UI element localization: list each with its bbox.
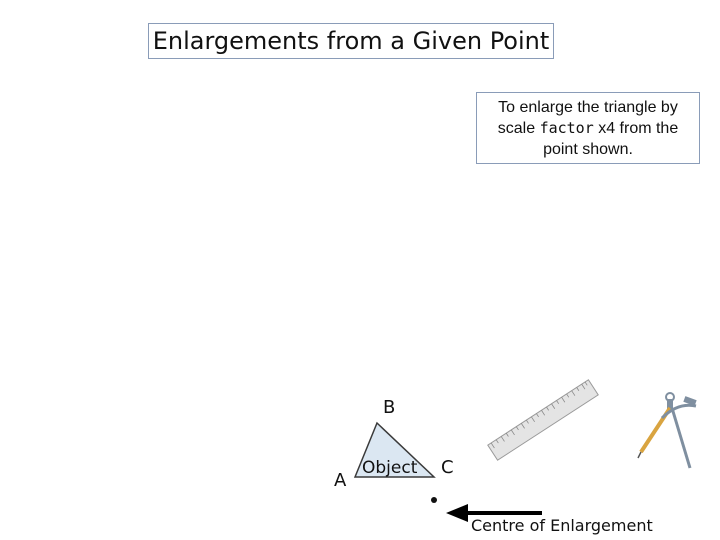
instruction-box: To enlarge the triangle by scale factor … [476,92,700,164]
vertex-c-label: C [441,457,454,478]
object-label: Object [362,458,418,478]
vertex-a-label: A [334,470,347,491]
ruler-icon [487,379,599,461]
compass-icon [637,392,697,469]
title-box: Enlargements from a Given Point [148,23,554,59]
object-triangle [353,421,436,478]
page-title: Enlargements from a Given Point [152,27,550,55]
instruction-keyword: factor [539,118,594,137]
vertex-b-label: B [383,397,396,418]
arrow-icon [446,504,542,522]
centre-point [431,497,437,503]
instruction-part2: x4 from the point shown. [543,119,679,158]
instruction-part1: To enlarge the triangle by scale [497,98,678,137]
centre-label: Centre of Enlargement [471,516,653,535]
instruction-text: To enlarge the triangle by scale factor … [483,97,693,160]
